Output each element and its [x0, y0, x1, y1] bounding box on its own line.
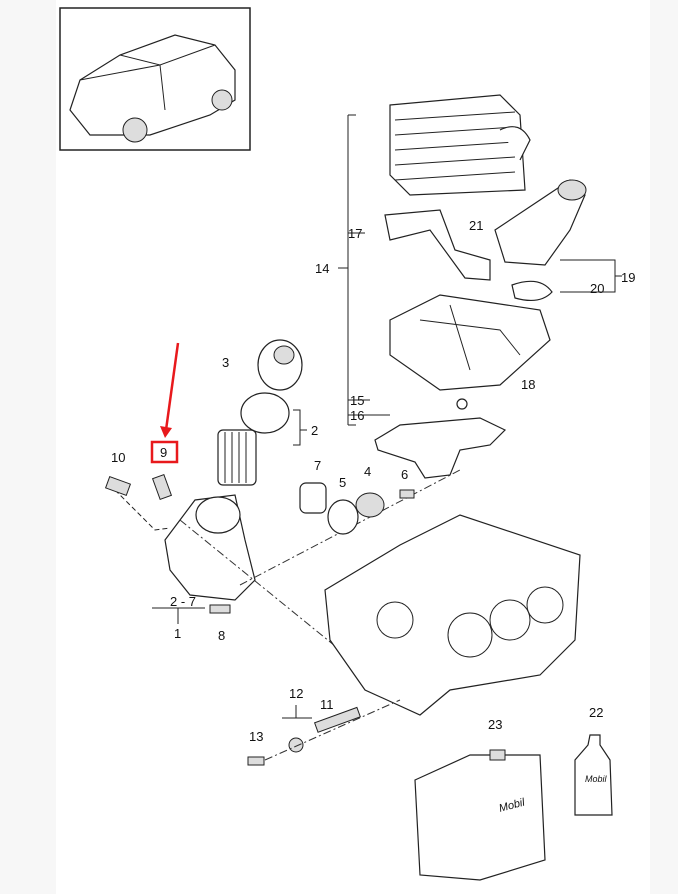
label-4: 4 [364, 464, 371, 479]
label-1: 1 [174, 626, 181, 641]
bolt-13[interactable] [247, 756, 265, 766]
label-2: 2 [311, 423, 318, 438]
o-ring-2[interactable] [240, 392, 290, 434]
vehicle-thumbnail[interactable] [59, 7, 251, 151]
oil-cooler-bracket[interactable] [389, 294, 551, 391]
label-3: 3 [222, 355, 229, 370]
label-15: 15 [350, 393, 364, 408]
fitting-12[interactable] [288, 737, 304, 753]
label-7: 7 [314, 458, 321, 473]
label-19: 19 [621, 270, 635, 285]
label-22: 22 [589, 705, 603, 720]
label-12: 12 [289, 686, 303, 701]
label-8: 8 [218, 628, 225, 643]
oil-filter-housing[interactable] [164, 494, 256, 601]
label-13: 13 [249, 729, 263, 744]
gasket-17[interactable] [384, 209, 491, 281]
bolt-8[interactable] [209, 604, 231, 614]
bolt-6[interactable] [399, 489, 415, 499]
highlighted-part-9[interactable]: 9 [150, 342, 180, 464]
label-18: 18 [521, 377, 535, 392]
label-17: 17 [348, 226, 362, 241]
gasket-7[interactable] [299, 482, 327, 514]
oil-cooler[interactable] [389, 94, 531, 196]
gasket-5[interactable] [327, 499, 359, 535]
engine-block[interactable] [324, 514, 581, 716]
gasket-16[interactable] [374, 417, 507, 479]
label-6: 6 [401, 467, 408, 482]
oil-filter-cap[interactable] [257, 339, 303, 391]
label-9: 9 [160, 445, 167, 460]
oil-bottle: Mobil [574, 734, 613, 816]
oil-filter-element[interactable] [217, 429, 257, 486]
sensor-9[interactable] [151, 473, 173, 501]
bottle-brand: Mobil [585, 774, 608, 784]
label-11: 11 [320, 697, 334, 712]
thermostat-4[interactable] [355, 492, 385, 518]
oil-pressure-valve-11[interactable] [313, 706, 361, 733]
gasket-20[interactable] [511, 280, 553, 302]
label-16: 16 [350, 408, 364, 423]
label-23: 23 [488, 717, 502, 732]
label-2-7: 2 - 7 [170, 594, 196, 609]
water-pump-housing[interactable] [494, 179, 587, 266]
label-5: 5 [339, 475, 346, 490]
label-10: 10 [111, 450, 125, 465]
label-20: 20 [590, 281, 604, 296]
label-21: 21 [469, 218, 483, 233]
oil-canister: Mobil [414, 749, 546, 881]
label-14: 14 [315, 261, 329, 276]
sensor-10[interactable] [104, 475, 132, 497]
seal-15[interactable] [456, 398, 468, 410]
